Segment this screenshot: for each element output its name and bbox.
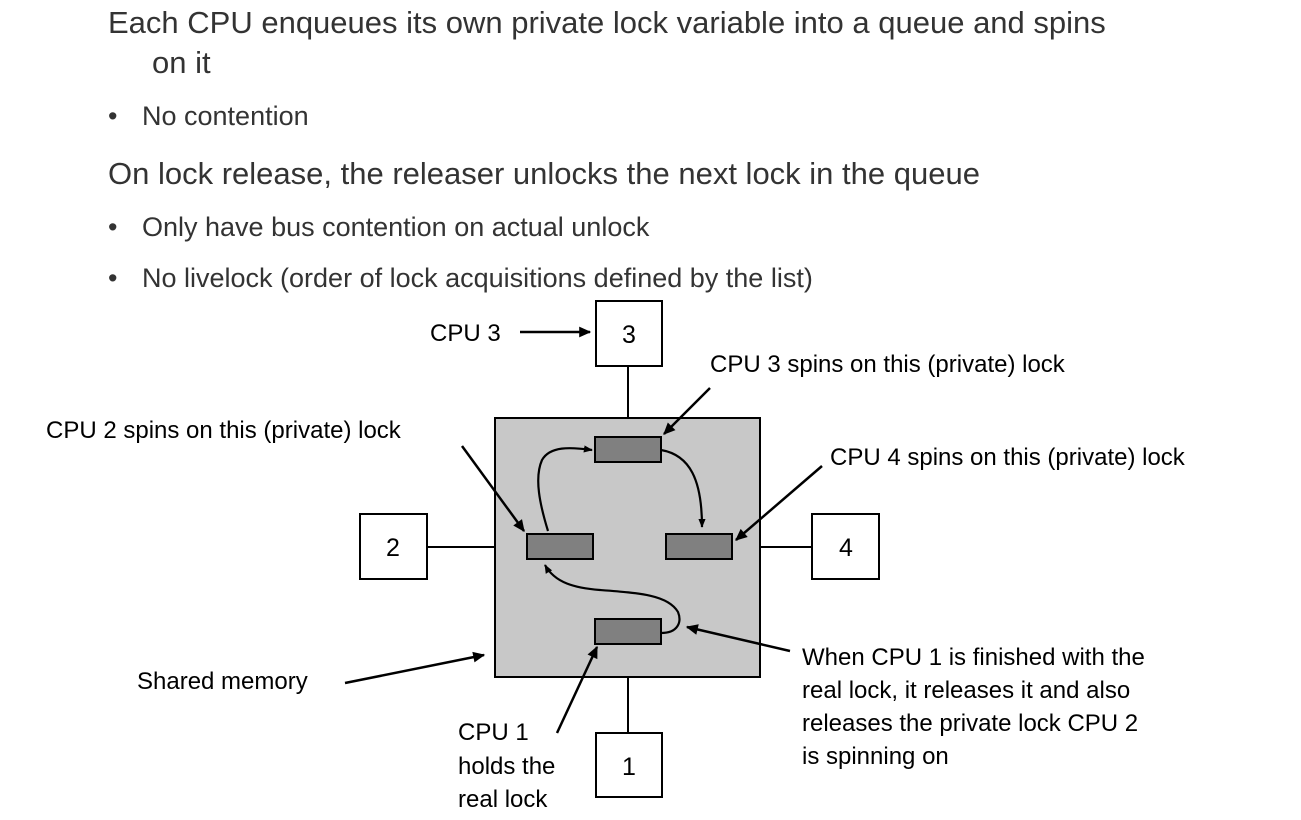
cpu-box-2-label: 2 xyxy=(386,534,400,562)
queue-arrow-1-to-2 xyxy=(544,564,681,635)
lock-cpu1 xyxy=(594,618,662,645)
cpu1-holds-line-1: CPU 1 xyxy=(458,719,529,746)
bullet-text: No livelock (order of lock acquisitions … xyxy=(142,263,813,293)
queue-arrow-2-to-3 xyxy=(537,445,593,532)
cpu-box-4-label: 4 xyxy=(839,534,853,562)
cpu4-spins-arrow xyxy=(735,465,823,541)
paragraph-1-line-2: on it xyxy=(152,45,211,80)
release-note-arrow xyxy=(685,624,791,653)
lock-cpu4 xyxy=(665,533,733,560)
cpu2-spins-arrow xyxy=(460,445,526,532)
lock-cpu2 xyxy=(526,533,594,560)
bullet-dot: • xyxy=(108,263,118,293)
cpu-box-2: 2 xyxy=(359,513,428,580)
cpu4-spins-label: CPU 4 spins on this (private) lock xyxy=(830,444,1186,471)
cpu1-holds-line-3: real lock xyxy=(458,786,548,813)
cpu1-holds-line-2: holds the xyxy=(458,753,555,780)
cpu-box-3-label: 3 xyxy=(622,321,636,349)
queue-arrow-3-to-4 xyxy=(660,448,706,528)
paragraph-2: On lock release, the releaser unlocks th… xyxy=(108,156,980,191)
shared-memory-arrow xyxy=(344,651,486,685)
release-note-line-3: releases the private lock CPU 2 xyxy=(802,710,1138,737)
bullet-text: Only have bus contention on actual unloc… xyxy=(142,212,650,242)
bullet-text: No contention xyxy=(142,101,309,131)
shared-memory-label: Shared memory xyxy=(137,668,308,695)
cpu-box-3: 3 xyxy=(595,300,663,367)
cpu3-spins-label: CPU 3 spins on this (private) lock xyxy=(710,351,1066,378)
release-note-line-4: is spinning on xyxy=(802,743,949,770)
bullet-dot: • xyxy=(108,101,118,131)
cpu3-pointer-label: CPU 3 xyxy=(430,320,501,347)
release-note-line-1: When CPU 1 is finished with the xyxy=(802,644,1145,671)
lock-cpu3 xyxy=(594,436,662,463)
paragraph-1-line-1: Each CPU enqueues its own private lock v… xyxy=(108,5,1106,40)
cpu3-spins-arrow xyxy=(663,387,711,435)
cpu-box-1-label: 1 xyxy=(622,753,636,781)
cpu2-spins-label: CPU 2 spins on this (private) lock xyxy=(46,417,402,444)
cpu-box-1: 1 xyxy=(595,732,663,798)
bullet-dot: • xyxy=(108,212,118,242)
cpu-box-4: 4 xyxy=(811,513,880,580)
release-note-line-2: real lock, it releases it and also xyxy=(802,677,1130,704)
cpu1-holds-arrow xyxy=(555,645,599,734)
